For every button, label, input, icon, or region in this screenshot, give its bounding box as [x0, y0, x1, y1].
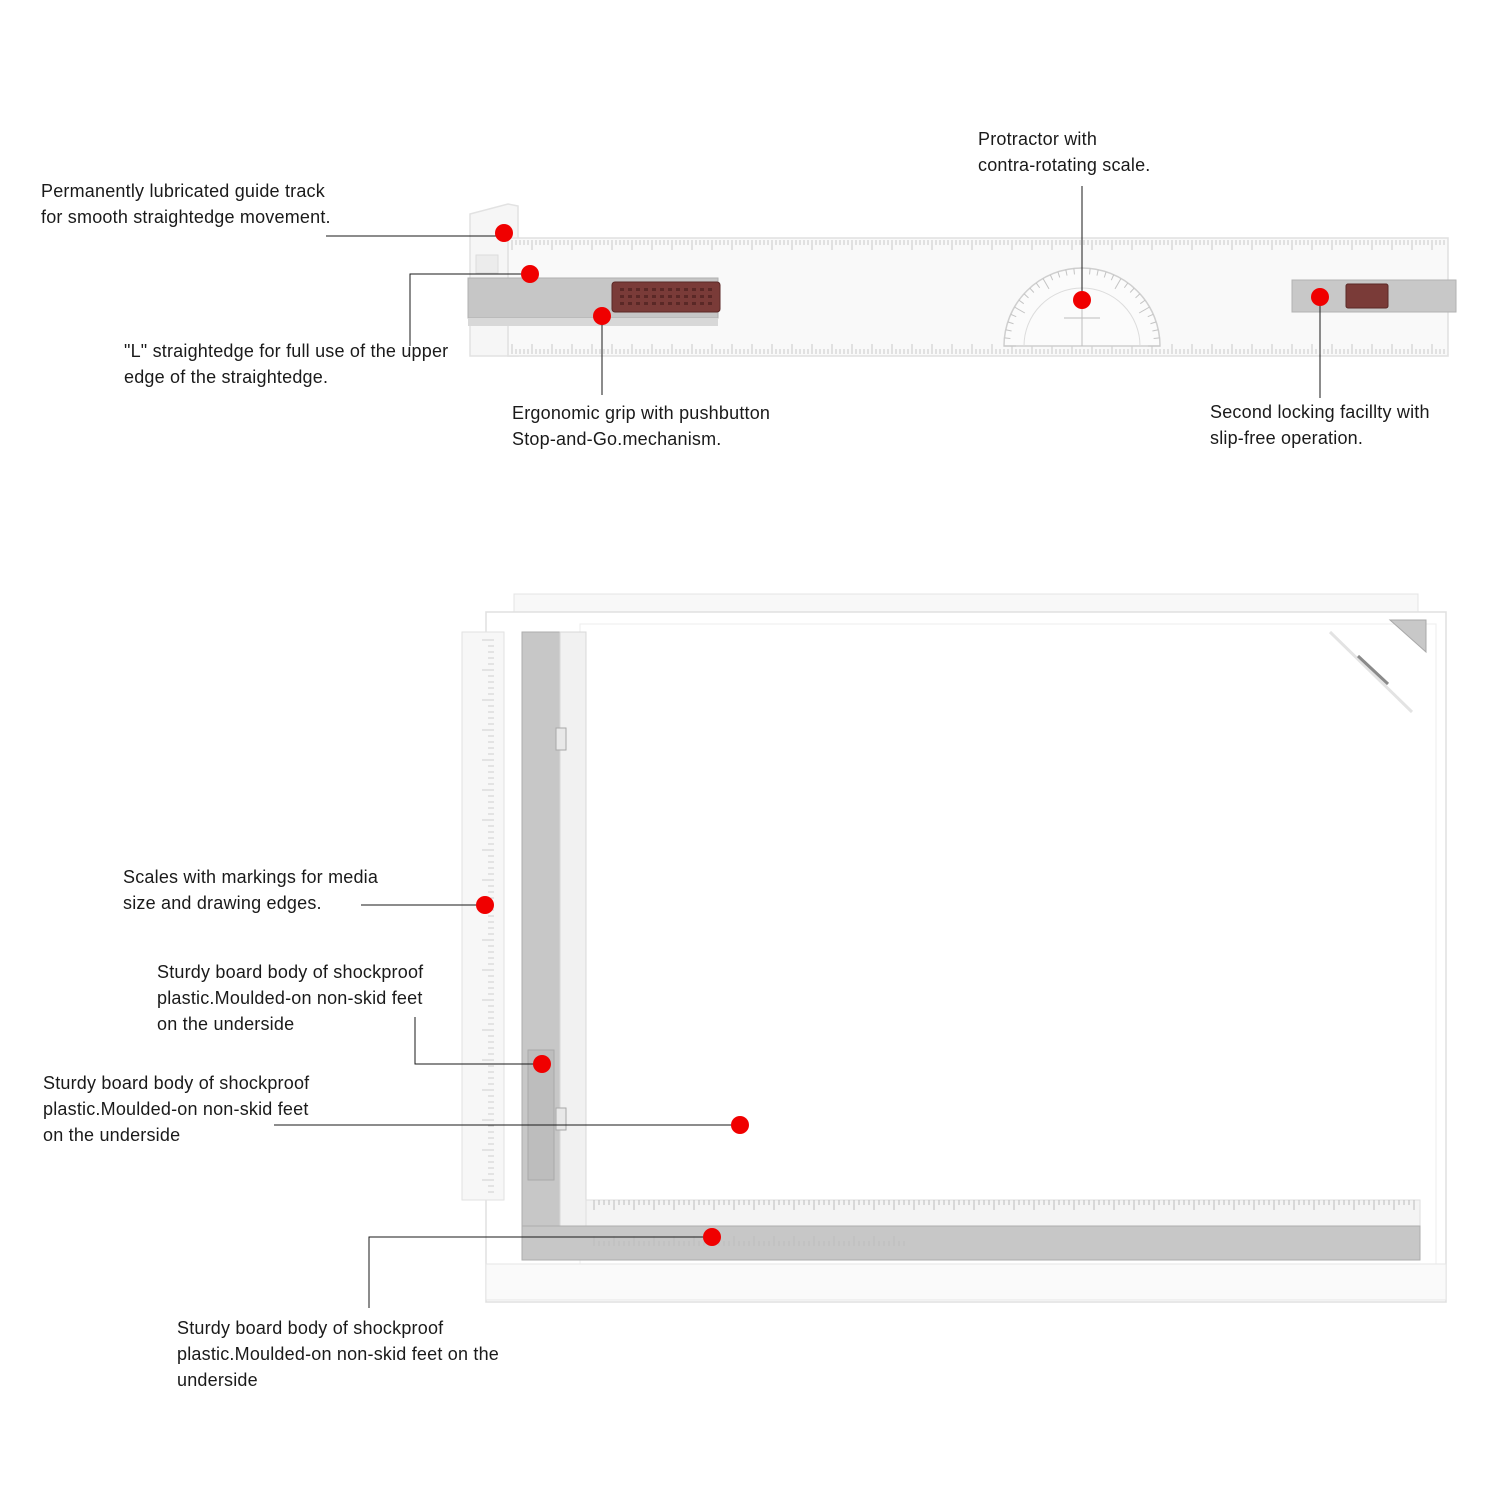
callout-guide-track: Permanently lubricated guide track for s…: [41, 181, 331, 227]
top-rail: [513, 593, 1419, 613]
marker-scales: [476, 896, 494, 914]
leader-l-straightedge: [409, 273, 530, 346]
bottom-rim: [485, 1263, 1447, 1301]
callout-board-body-2: Sturdy board body of shockproof plastic.…: [43, 1073, 310, 1145]
leader-board-body-1: [414, 1017, 542, 1065]
leader-lines: [274, 186, 1321, 1308]
callout-ergonomic-grip: Ergonomic grip with pushbutton Stop-and-…: [512, 403, 771, 449]
marker-protractor: [1073, 291, 1091, 309]
left-scale: [461, 631, 505, 1201]
callout-board-body-1: Sturdy board body of shockproof plastic.…: [157, 962, 424, 1034]
marker-board-body-2: [731, 1116, 749, 1134]
lock-button: [1345, 283, 1389, 309]
straightedge: [467, 203, 1457, 357]
l-arm-horizontal: [521, 1225, 1421, 1261]
callout-scales: Scales with markings for media size and …: [123, 867, 379, 913]
drawing-board: [461, 593, 1447, 1303]
marker-l-straightedge: [521, 265, 539, 283]
marker-board-body-1: [533, 1055, 551, 1073]
callout-markers: [476, 224, 1329, 1246]
corner-clip: [1388, 619, 1427, 654]
callout-protractor: Protractor with contra-rotating scale.: [978, 129, 1151, 175]
callout-l-straightedge: "L" straightedge for full use of the upp…: [124, 341, 449, 387]
callout-second-lock: Second locking facillty with slip-free o…: [1210, 402, 1430, 448]
marker-second-lock: [1311, 288, 1329, 306]
leader-board-body-3: [368, 1236, 712, 1308]
marker-guide-track: [495, 224, 513, 242]
callout-board-body-3: Sturdy board body of shockproof plastic.…: [177, 1318, 499, 1390]
l-arm-horizontal-scale: [585, 1199, 1421, 1227]
marker-board-body-3: [703, 1228, 721, 1246]
marker-ergonomic-grip: [593, 307, 611, 325]
